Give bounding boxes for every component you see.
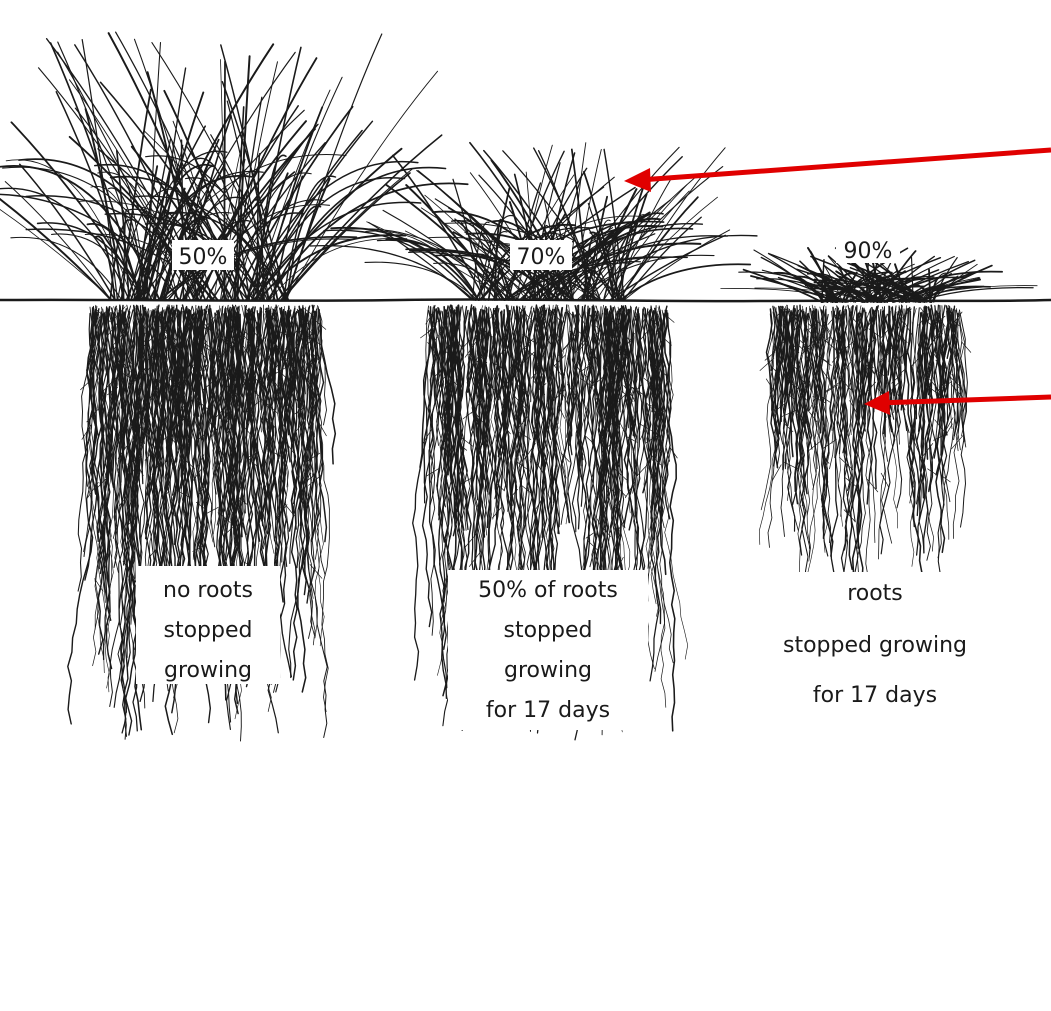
root-label-line: growing xyxy=(164,658,252,683)
blade-stroke xyxy=(365,262,477,300)
percent-label: 50% xyxy=(179,245,228,270)
blade-stroke xyxy=(0,171,111,300)
root-label-line: stopped growing xyxy=(783,633,967,658)
root-label-line: for 17 days xyxy=(813,683,937,708)
root-branch xyxy=(310,565,322,579)
root-label-line: for 17 days xyxy=(486,698,610,723)
percent-label: 70% xyxy=(517,245,566,270)
blade-stroke xyxy=(393,156,485,301)
root-branch xyxy=(825,340,837,351)
root-label-line: stopped xyxy=(164,618,253,643)
arrow-to-shoots xyxy=(624,150,1051,192)
percent-label: 90% xyxy=(844,239,893,264)
root-label-line: roots xyxy=(847,581,903,606)
root-label-line: growing xyxy=(504,658,592,683)
root-branch xyxy=(881,473,889,487)
root-label-line: no roots xyxy=(163,578,253,603)
root-label-line: 50% of roots xyxy=(478,578,618,603)
root-label-line: stopped xyxy=(504,618,593,643)
